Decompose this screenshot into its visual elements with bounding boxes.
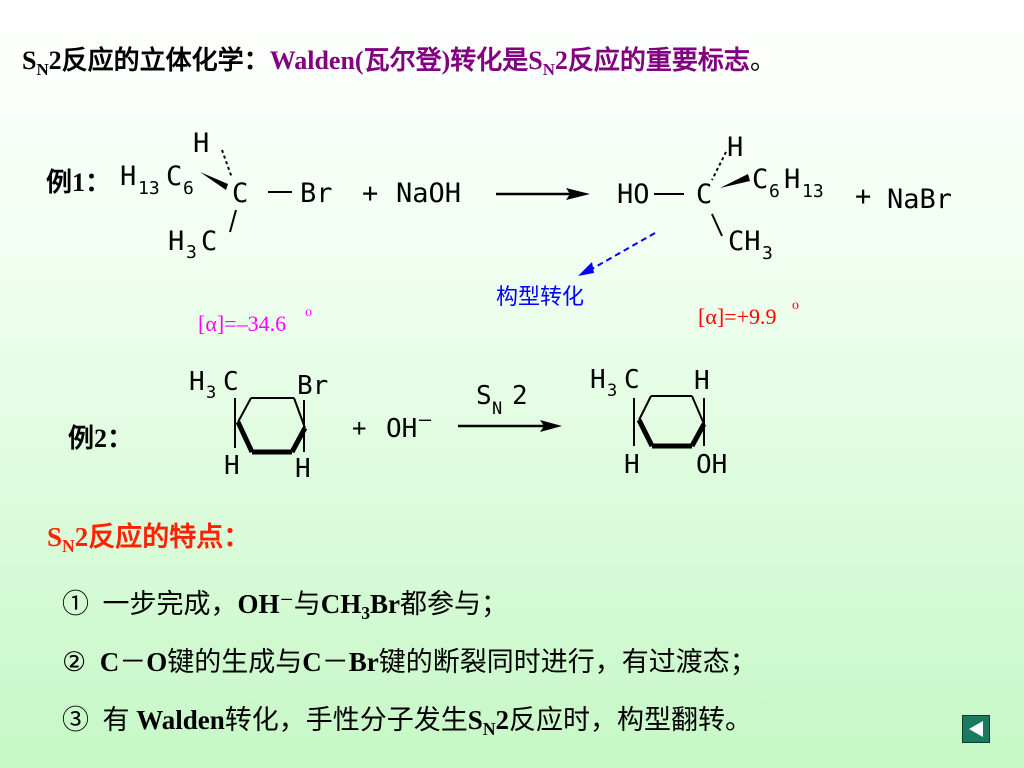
wedge-bond [720, 174, 750, 188]
wedge-bond [200, 172, 228, 190]
walden-highlight: Walden(瓦尔登)转化是SN2反应的重要标志 [269, 46, 750, 79]
arrow-head [540, 420, 562, 432]
atom-h: H [193, 128, 209, 159]
svg-text:6: 6 [769, 181, 780, 202]
svg-text:N: N [492, 399, 502, 419]
example1-label: 例1： [46, 168, 112, 197]
atom-h3c: H [168, 226, 184, 257]
atom-h3: H [189, 367, 205, 397]
atom-c: C [232, 178, 248, 209]
reagent-naoh: NaOH [396, 178, 461, 209]
atom-c: C [696, 179, 712, 210]
byproduct-nabr: NaBr [887, 184, 952, 215]
atom-c6: C [752, 164, 768, 195]
inversion-arrow [589, 232, 656, 271]
rotation-product: [α]=+9.9 [698, 304, 777, 329]
svg-text:3: 3 [607, 381, 617, 401]
atom-h3: H [590, 365, 606, 395]
atom-c6: C [166, 161, 182, 192]
atom-h13: H [784, 164, 800, 195]
svg-text:6: 6 [183, 178, 194, 199]
example1-reactant: H H 13 C 6 C Br H 3 C [120, 128, 333, 263]
item-number: ② [62, 647, 87, 677]
svg-text:3: 3 [186, 242, 197, 263]
features-title: SN2反应的特点： [47, 522, 251, 557]
svg-text:3: 3 [206, 383, 216, 403]
arrow-head [566, 188, 590, 200]
nucleophile-oh: OH [386, 414, 417, 444]
atom-h: H [694, 366, 710, 396]
svg-text:2: 2 [512, 381, 528, 411]
hashed-bond [711, 151, 727, 181]
atom-ho: HO [617, 179, 650, 210]
plus-sign: + [855, 181, 871, 212]
svg-text:13: 13 [802, 181, 824, 202]
charge-minus: – [419, 407, 432, 431]
feature-item-1: ① 一步完成，OH⁻与CH3Br都参与； [62, 589, 509, 624]
inversion-arrow-head [578, 262, 594, 276]
arrow-label-s: S [476, 381, 492, 411]
atom-br: Br [297, 371, 328, 401]
item-number: ① [62, 589, 89, 619]
item-number: ③ [62, 705, 89, 735]
atom-h: H [624, 450, 640, 480]
svg-text:o: o [305, 305, 312, 320]
svg-text:o: o [792, 298, 799, 313]
atom-oh: OH [696, 450, 727, 480]
example1-product: H HO C C 6 H 13 CH 3 [617, 132, 824, 264]
cyclohexane-ring [633, 395, 707, 449]
svg-text:13: 13 [138, 178, 160, 199]
feature-item-3: ③ 有 Walden转化，手性分子发生SN2反应时，构型翻转。 [62, 705, 752, 740]
example2-label: 例2： [68, 424, 134, 453]
bond-c-ch3 [229, 209, 237, 233]
bond-c-ch3 [711, 213, 723, 237]
example2-product: H 3 C H H OH [590, 365, 727, 480]
inversion-label: 构型转化 [496, 285, 584, 310]
example2-reactant: H 3 C Br H H [189, 367, 328, 484]
back-arrow-icon[interactable] [962, 715, 990, 743]
plus-sign: + [352, 414, 366, 442]
atom-h: H [224, 451, 240, 481]
atom-br: Br [300, 178, 333, 209]
atom-h: H [727, 132, 743, 163]
svg-text:C: C [201, 226, 217, 257]
atom-h13: H [120, 161, 136, 192]
page-title: SN2反应的立体化学：Walden(瓦尔登)转化是SN2反应的重要标志。 [22, 46, 776, 79]
rotation-reactant: [α]=–34.6 [198, 311, 286, 336]
cyclohexane-ring [234, 397, 308, 455]
atom-ch3: CH [728, 226, 761, 257]
atom-c: C [624, 365, 640, 395]
feature-item-2: ② C－O键的生成与C－Br键的断裂同时进行，有过渡态； [62, 647, 757, 677]
hashed-bond [221, 149, 233, 179]
svg-text:3: 3 [762, 243, 773, 264]
atom-c: C [223, 367, 239, 397]
atom-h: H [295, 454, 311, 484]
plus-sign: + [362, 178, 378, 209]
